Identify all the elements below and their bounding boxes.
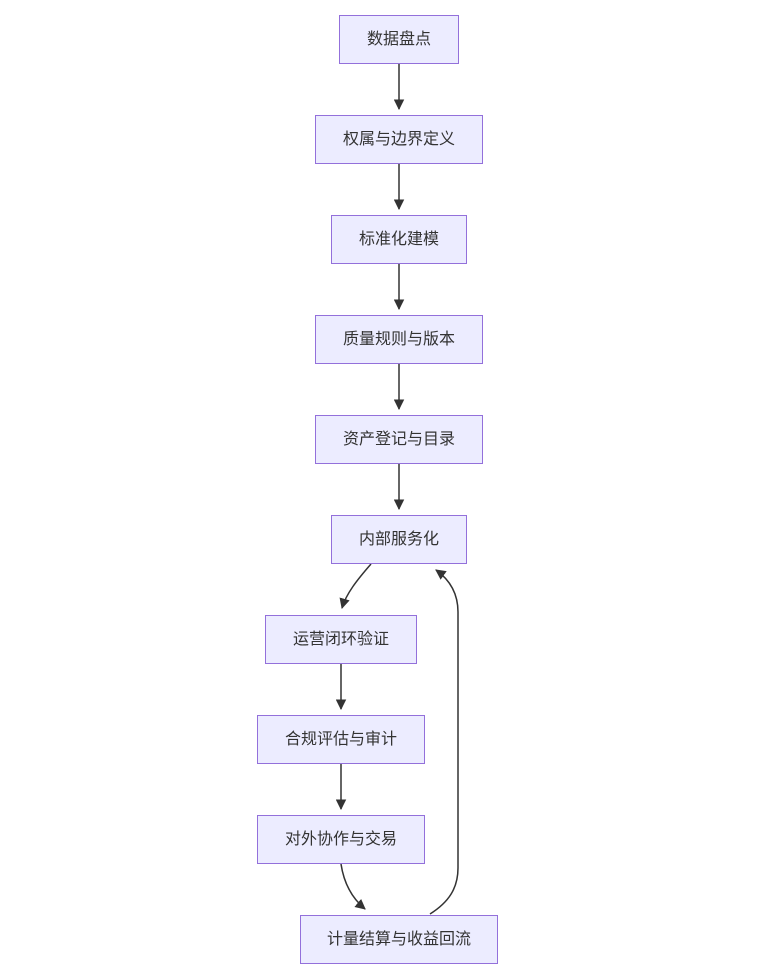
- node-ownership-boundary: 权属与边界定义: [315, 115, 483, 164]
- node-compliance-audit: 合规评估与审计: [257, 715, 425, 764]
- node-standardized-modeling: 标准化建模: [331, 215, 467, 264]
- node-settlement-revenue-return: 计量结算与收益回流: [300, 915, 498, 964]
- node-quality-rules-version: 质量规则与版本: [315, 315, 483, 364]
- edge-collaboration-to-settlement: [340, 863, 366, 910]
- node-asset-registration-catalog: 资产登记与目录: [315, 415, 483, 464]
- node-operation-loop-verification: 运营闭环验证: [265, 615, 417, 664]
- node-data-inventory: 数据盘点: [339, 15, 459, 64]
- node-external-collaboration-trade: 对外协作与交易: [257, 815, 425, 864]
- edge-servicization-to-verification: [339, 563, 372, 610]
- node-internal-servicization: 内部服务化: [331, 515, 467, 564]
- edge-settlement-loop-to-servicization: [429, 569, 459, 915]
